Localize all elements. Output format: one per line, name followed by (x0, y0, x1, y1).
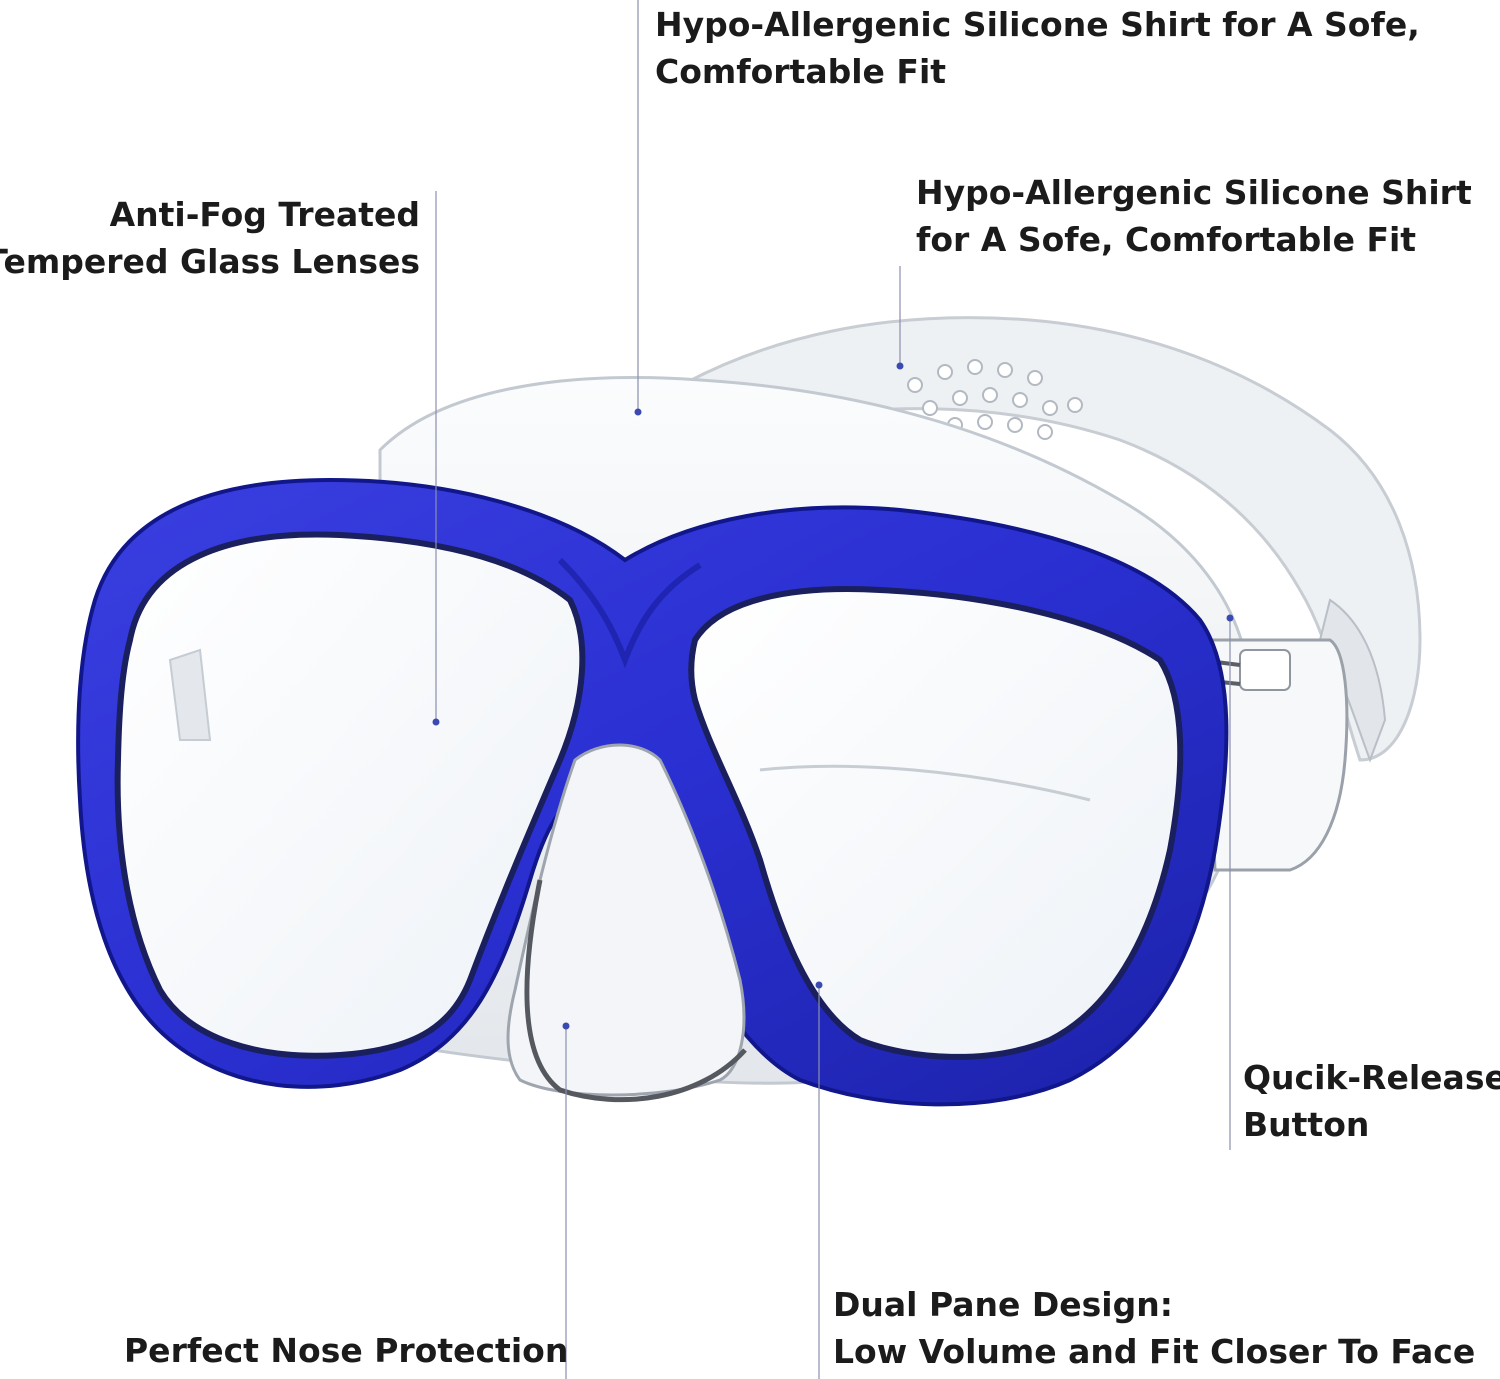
callout-release-button: Qucik-Release Button (1243, 1054, 1500, 1148)
leader-dot-release (1226, 614, 1234, 622)
callout-dual-pane: Dual Pane Design: Low Volume and Fit Clo… (833, 1281, 1475, 1375)
callout-lenses-line-1: Anti-Fog Treated (109, 195, 420, 234)
callout-side-strap-line-2: for A Sofe, Comfortable Fit (916, 220, 1417, 259)
leader-dot-nose (562, 1022, 570, 1030)
callout-release-line-2: Button (1243, 1105, 1370, 1144)
right-lens (688, 586, 1184, 1060)
callout-lenses: Anti-Fog Treated Tempered Glass Lenses (0, 191, 420, 285)
callout-dual-pane-line-2: Low Volume and Fit Closer To Face (833, 1332, 1476, 1371)
leader-dot-lenses (432, 718, 440, 726)
callout-nose-line-1: Perfect Nose Protection (124, 1331, 569, 1370)
callout-side-strap-line-1: Hypo-Allergenic Silicone Shirt (916, 173, 1472, 212)
callout-nose: Perfect Nose Protection (124, 1327, 568, 1374)
quick-release-buckle (1199, 638, 1349, 872)
leader-dot-side-strap (896, 362, 904, 370)
left-lens (114, 531, 586, 1059)
leader-lines (432, 0, 1234, 1379)
callout-side-strap: Hypo-Allergenic Silicone Shirt for A Sof… (916, 169, 1472, 263)
leader-dot-dual-pane (815, 981, 823, 989)
callout-top-strap: Hypo-Allergenic Silicone Shirt for A Sof… (655, 1, 1420, 95)
callout-top-strap-line-2: Comfortable Fit (655, 52, 947, 91)
callout-lenses-line-2: Tempered Glass Lenses (0, 242, 420, 281)
callout-top-strap-line-1: Hypo-Allergenic Silicone Shirt for A Sof… (655, 5, 1420, 44)
nose-pocket (506, 743, 747, 1103)
callout-dual-pane-line-1: Dual Pane Design: (833, 1285, 1173, 1324)
callout-release-line-1: Qucik-Release (1243, 1058, 1500, 1097)
leader-dot-top-strap (634, 408, 642, 416)
